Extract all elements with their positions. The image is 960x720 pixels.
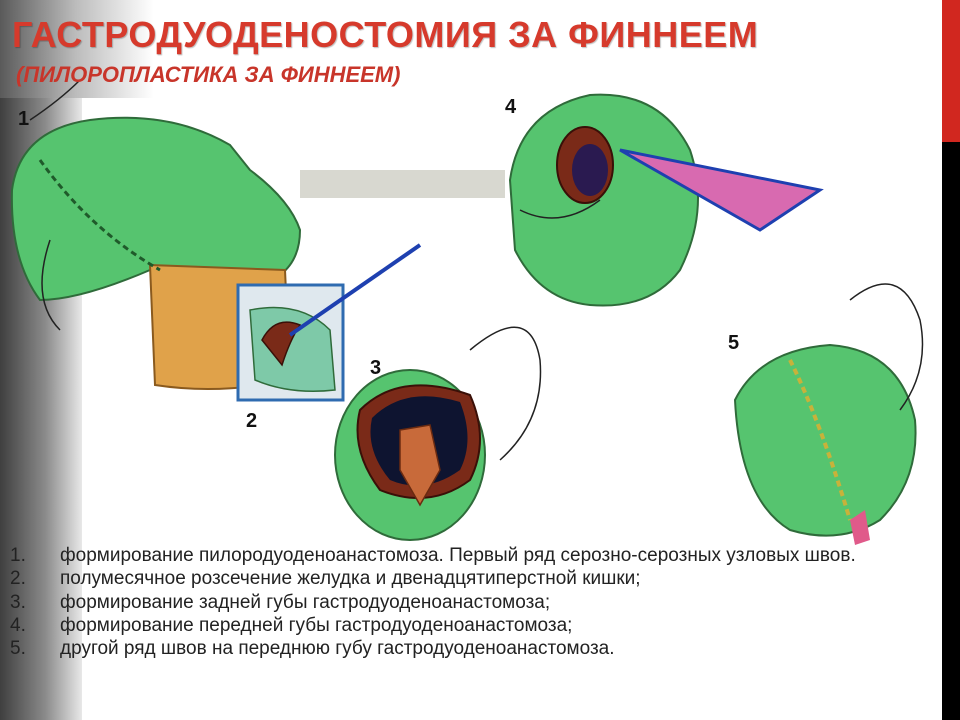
step-item: 2. полумесячное розсечение желудка и двен… [6,567,936,590]
right-black-accent [942,142,960,720]
right-red-accent [942,0,960,142]
step-text: формирование пилородуоденоанастомоза. Пе… [60,545,856,566]
step-text: полумесячное розсечение желудка и двенад… [60,568,641,590]
figure-label-1: 1 [18,108,30,130]
header-band [0,0,960,98]
step-number: 2. [10,568,26,590]
step-text: формирование передней губы гастродуодено… [60,615,573,637]
figure-3-posterior-lip [334,326,542,541]
step-number: 3. [10,591,26,613]
steps-list: 1. формирование пилородуоденоанастомоза. … [6,544,936,661]
step-item: 1. формирование пилородуоденоанастомоза. … [6,544,936,567]
figure-5-second-suture-row [733,283,924,545]
step-number: 4. [10,615,26,637]
step-item: 5. другой ряд швов на переднюю губу гастр… [6,637,936,660]
step-item: 4. формирование передней губы гастродуоде… [6,614,936,637]
figure-4-anterior-lip [508,93,824,307]
page-title: ГАСТРОДУОДЕНОСТОМИЯ ЗА ФИННЕЕМ [12,14,759,55]
figure-2-incision [236,243,422,402]
step-number: 1. [10,545,26,566]
figure-label-4: 4 [505,96,517,118]
step-number: 5. [10,638,26,660]
page-subtitle: (ПИЛОРОПЛАСТИКА ЗА ФИННЕЕМ) [16,62,401,87]
figure-label-5: 5 [728,332,740,354]
figure-label-3: 3 [370,357,382,379]
step-text: формирование задней губы гастродуоденоан… [60,591,551,613]
step-item: 3. формирование задней губы гастродуодено… [6,591,936,614]
step-text: другой ряд швов на переднюю губу гастрод… [60,638,615,660]
gray-strip [300,170,505,198]
figure-label-2: 2 [246,410,258,432]
left-gradient-panel [0,0,82,720]
